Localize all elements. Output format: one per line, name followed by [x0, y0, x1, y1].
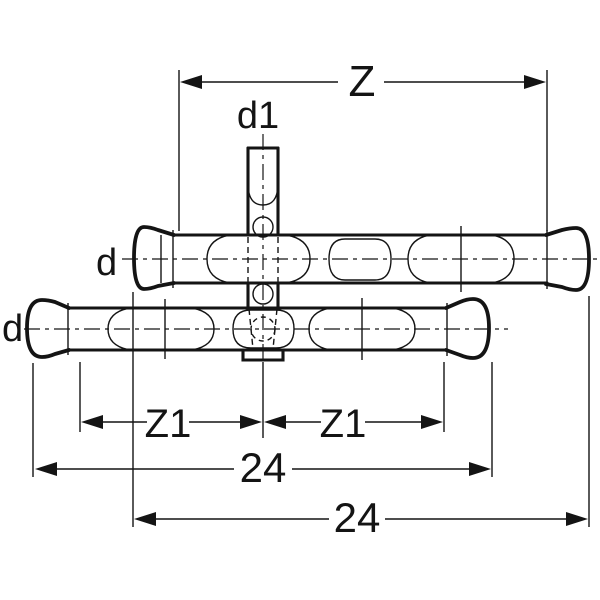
dim24b-label: 24: [334, 494, 381, 541]
z-label: Z: [349, 57, 376, 106]
d-label-bottom-pipe: d: [2, 308, 23, 350]
dimension-24-top-pipe: 24: [132, 292, 590, 541]
d-label-top-pipe: d: [96, 242, 117, 284]
dim24b-arrow-left: [134, 512, 156, 526]
bottom-pipe-left-socket: [25, 298, 71, 359]
branch-hidden-bore-circle: [250, 316, 276, 342]
dim24a-arrow-right: [469, 462, 491, 476]
top-pipe-press-arc-3: [407, 234, 431, 284]
bottom-pipe-press-arc-4: [392, 307, 416, 351]
top-pipe-press-capsule: [328, 238, 392, 281]
z1-right-label: Z1: [320, 402, 367, 446]
z1-left-label: Z1: [145, 402, 192, 446]
top-pipe-press-arc-2: [285, 234, 311, 284]
z1-left-arrow-inner: [240, 415, 262, 429]
dimension-24-bottom-pipe: 24: [32, 362, 493, 491]
d1-label: d1: [237, 95, 279, 137]
branch-press-arc: [247, 185, 279, 206]
bottom-pipe: [25, 297, 491, 360]
branch-top-junction-circle: [252, 216, 274, 238]
top-pipe-press-arc-4: [491, 234, 515, 284]
dimension-z1-left: Z1: [79, 362, 264, 446]
dimension-z1-right: Z1: [264, 362, 445, 446]
z1-left-arrow-outer: [81, 415, 103, 429]
z-arrow-left: [180, 75, 202, 89]
branch-outlet-tab: [241, 349, 285, 362]
bottom-pipe-press-arc-1: [107, 307, 131, 351]
bottom-pipe-right-socket: [444, 297, 491, 360]
z-arrow-right: [524, 75, 546, 89]
top-pipe-right-socket: [544, 226, 591, 292]
z1-right-arrow-inner: [264, 415, 286, 429]
top-pipe: [132, 225, 591, 292]
top-pipe-press-arc-1: [206, 234, 231, 284]
bottom-pipe-press-arc-2: [191, 307, 215, 351]
dim24a-label: 24: [240, 444, 287, 491]
bottom-pipe-press-arc-3: [308, 307, 331, 351]
top-pipe-left-socket: [132, 225, 176, 291]
z1-right-arrow-outer: [421, 415, 443, 429]
centerlines: [24, 134, 598, 360]
bottom-pipe-press-capsule: [232, 309, 295, 349]
dim24b-arrow-right: [566, 512, 588, 526]
dimension-z: Z: [178, 57, 548, 231]
dim24a-arrow-left: [35, 462, 57, 476]
